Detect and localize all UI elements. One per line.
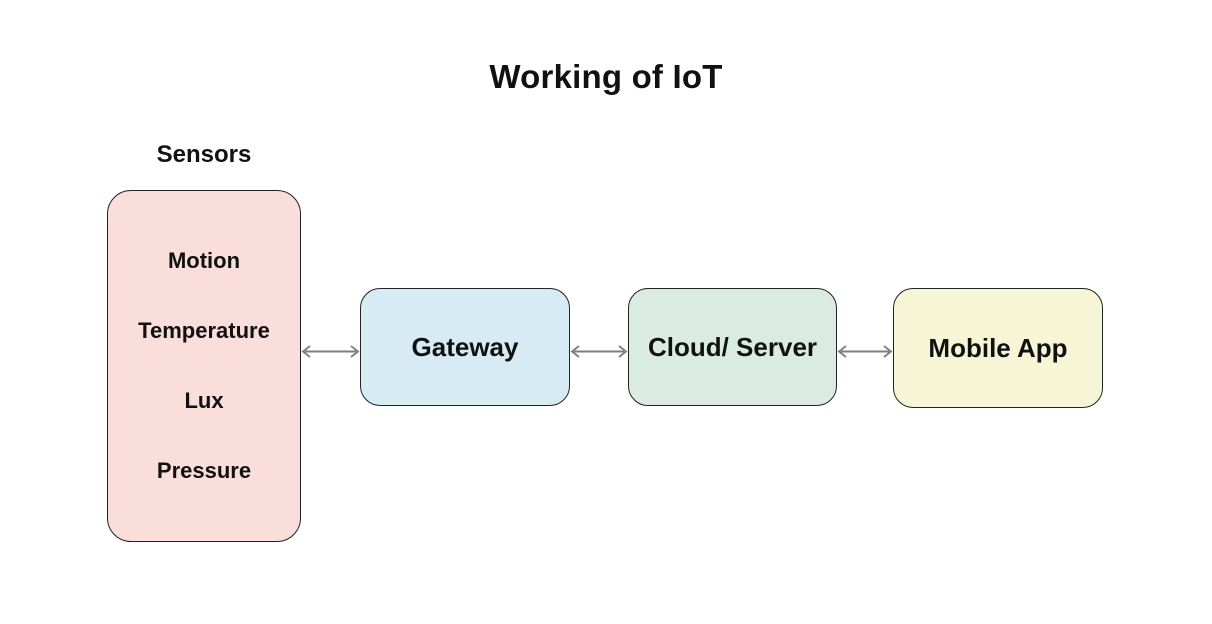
- arrow-cloud-mobile-icon: [837, 345, 893, 358]
- sensors-group-label: Sensors: [156, 141, 252, 168]
- gateway-node[interactable]: Gateway: [360, 288, 570, 406]
- cloud-server-node[interactable]: Cloud/ Server: [628, 288, 837, 406]
- mobile-app-node[interactable]: Mobile App: [893, 288, 1103, 408]
- sensors-node[interactable]: Motion Temperature Lux Pressure: [107, 190, 301, 542]
- page-title: Working of IoT: [489, 58, 723, 95]
- sensor-item-temperature: Temperature: [138, 318, 270, 343]
- gateway-node-label: Gateway: [411, 331, 519, 362]
- arrow-gateway-cloud-icon: [570, 345, 628, 358]
- sensor-item-lux: Lux: [184, 388, 224, 413]
- mobile-app-node-label: Mobile App: [928, 332, 1068, 363]
- cloud-server-node-label: Cloud/ Server: [647, 331, 818, 362]
- sensor-item-motion: Motion: [167, 248, 241, 273]
- sensor-item-pressure: Pressure: [156, 458, 252, 483]
- arrow-sensors-gateway-icon: [301, 345, 360, 358]
